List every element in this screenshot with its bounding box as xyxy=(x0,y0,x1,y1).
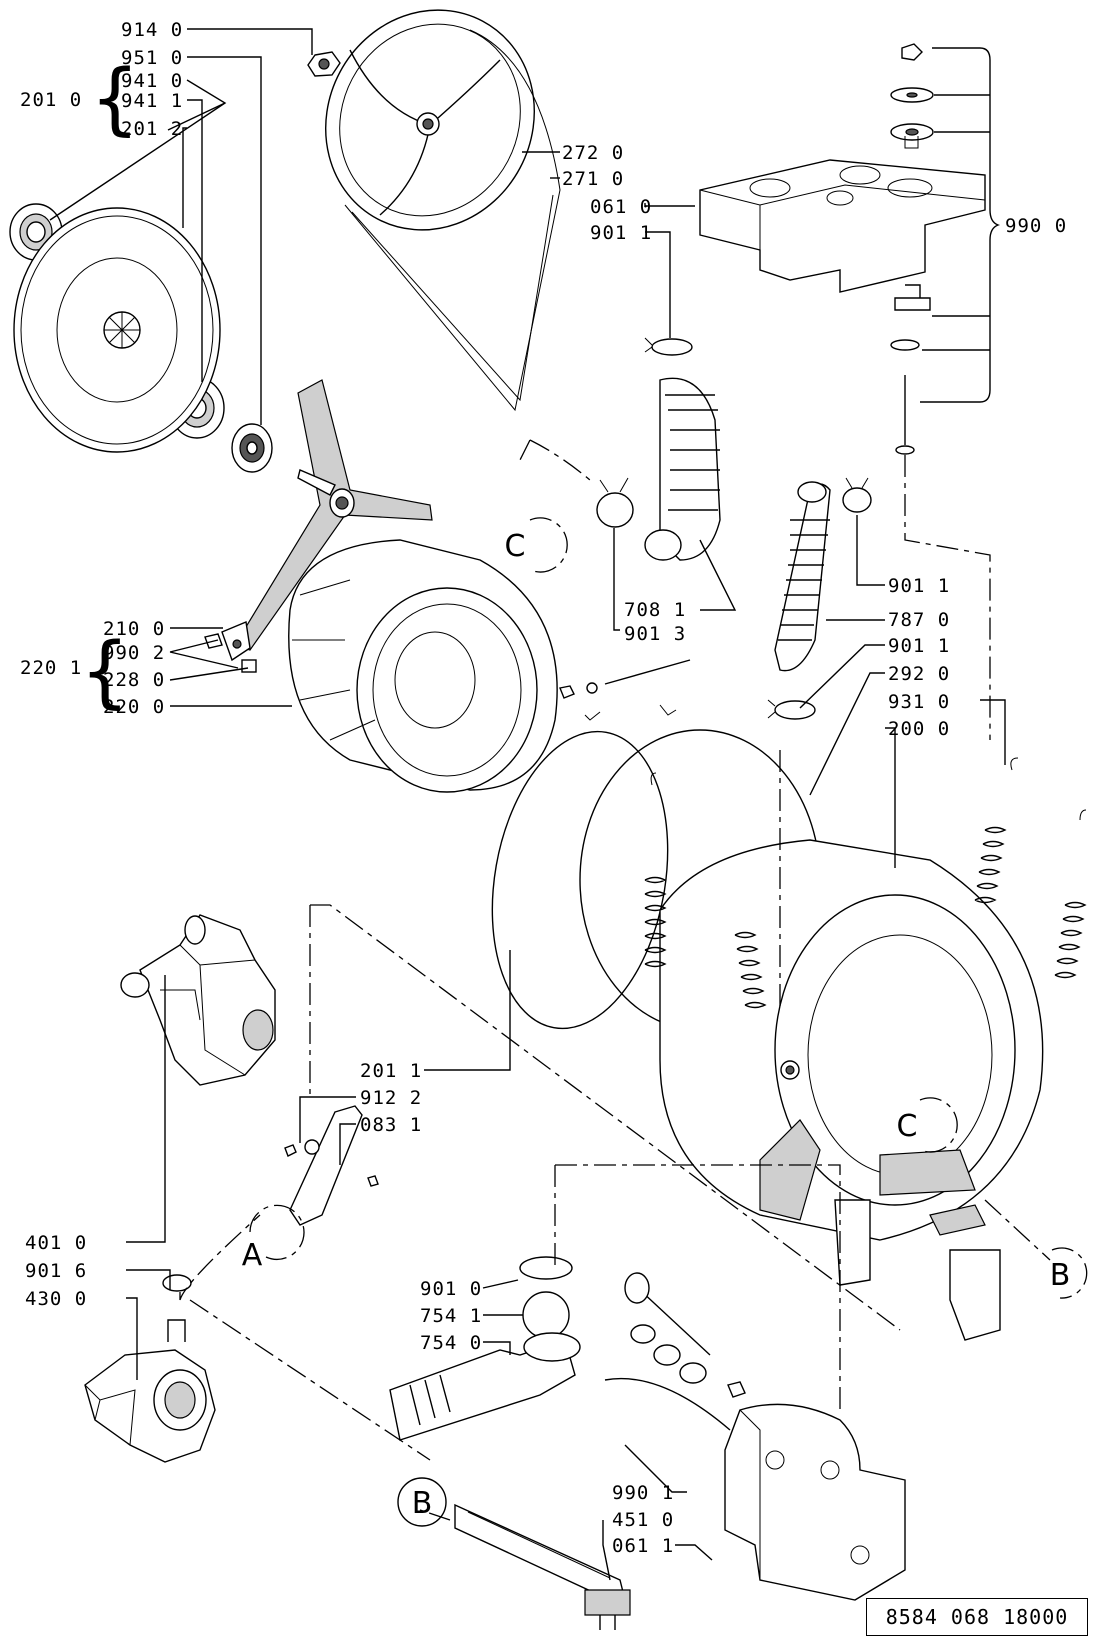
label-201-0: 201 0 xyxy=(20,89,82,111)
label-292-0: 292 0 xyxy=(888,663,950,685)
label-228-0: 228 0 xyxy=(103,669,165,691)
suspension-springs xyxy=(644,757,1087,1009)
tub-bolt-washer xyxy=(586,682,598,694)
label-901-1b: 901 1 xyxy=(888,575,950,597)
label-061-0: 061 0 xyxy=(590,196,652,218)
brace-201-0: { xyxy=(90,54,140,144)
label-787-0: 787 0 xyxy=(888,609,950,631)
pulley-part xyxy=(325,9,535,231)
dash-c-upper xyxy=(519,439,531,461)
label-754-1: 754 1 xyxy=(420,1305,482,1327)
rear-tub-shell xyxy=(13,207,221,453)
label-901-1c: 901 1 xyxy=(888,635,950,657)
label-912-2: 912 2 xyxy=(360,1087,422,1109)
label-941-0: 941 0 xyxy=(121,70,183,92)
heater-element xyxy=(454,1503,631,1630)
label-931-0: 931 0 xyxy=(888,691,950,713)
label-061-1: 061 1 xyxy=(612,1535,674,1557)
dash-c-to-clamp xyxy=(529,439,591,481)
label-210-0: 210 0 xyxy=(103,618,165,640)
label-083-1: 083 1 xyxy=(360,1114,422,1136)
label-220-1: 220 1 xyxy=(20,657,82,679)
label-430-0: 430 0 xyxy=(25,1288,87,1310)
marker-a: A xyxy=(242,1204,305,1273)
tub-bolt xyxy=(604,659,691,685)
drum-spider xyxy=(234,379,433,651)
heater-fixings xyxy=(604,1272,746,1431)
hose-708 xyxy=(644,377,721,561)
dash-fixing-down xyxy=(904,455,991,740)
label-201-1: 201 1 xyxy=(360,1060,422,1082)
spider-bolt xyxy=(241,659,257,673)
label-914-0: 914 0 xyxy=(121,19,183,41)
label-708-1: 708 1 xyxy=(624,599,686,621)
dash-heater-b xyxy=(419,1509,451,1521)
marker-b-left-label: B xyxy=(412,1486,433,1521)
hose-clamp-901-1a xyxy=(644,337,693,356)
label-200-0: 200 0 xyxy=(888,718,950,740)
dash-motor-tub xyxy=(310,904,901,1331)
seal-754-1 xyxy=(522,1291,570,1339)
label-990-2: 990 2 xyxy=(103,642,165,664)
label-401-0: 401 0 xyxy=(25,1232,87,1254)
bearing-951-0 xyxy=(231,423,273,473)
label-271-0: 271 0 xyxy=(562,168,624,190)
label-901-0: 901 0 xyxy=(420,1278,482,1300)
drain-pump xyxy=(84,1319,216,1463)
tub-bolt-nut xyxy=(559,685,575,699)
label-201-2: 201 2 xyxy=(121,118,183,140)
pulley-nut xyxy=(307,51,341,77)
label-951-0: 951 0 xyxy=(121,47,183,69)
label-451-0: 451 0 xyxy=(612,1509,674,1531)
marker-c-upper-label: C xyxy=(505,529,526,564)
dash-pump-b xyxy=(189,1299,431,1461)
bracket-083 xyxy=(284,1105,379,1226)
label-901-1a: 901 1 xyxy=(590,222,652,244)
hose-clamp-901-0 xyxy=(519,1256,573,1280)
dash-tub-b xyxy=(984,1199,1051,1261)
drawing-code-box: 8584 068 18000 xyxy=(866,1598,1088,1636)
label-941-1: 941 1 xyxy=(121,90,183,112)
label-901-6: 901 6 xyxy=(25,1260,87,1282)
marker-c-lower-label: C xyxy=(897,1109,918,1144)
label-220-0: 220 0 xyxy=(103,696,165,718)
hose-787 xyxy=(774,481,831,672)
part-labels: 914 0 951 0 941 0 941 1 201 2 201 0 272 … xyxy=(20,19,1067,1557)
motor xyxy=(120,914,276,1086)
front-counterweight xyxy=(724,1403,906,1601)
label-990-0: 990 0 xyxy=(1005,215,1067,237)
label-901-3: 901 3 xyxy=(624,623,686,645)
leader-lines xyxy=(49,28,1006,1581)
dash-seal-weight xyxy=(555,1164,841,1415)
hose-clamp-901-3 xyxy=(596,477,634,528)
hose-clamp-901-1b xyxy=(842,477,872,513)
dash-pump-a xyxy=(179,1214,261,1301)
marker-c-upper: C xyxy=(505,517,568,573)
label-754-0: 754 0 xyxy=(420,1332,482,1354)
label-990-1: 990 1 xyxy=(612,1482,674,1504)
hose-754-0 xyxy=(389,1332,581,1441)
marker-a-label: A xyxy=(242,1238,263,1273)
top-counterweight xyxy=(699,159,986,293)
hose-clamp-901-1c xyxy=(767,699,816,720)
marker-b-left: B xyxy=(397,1477,447,1527)
tub-assembly xyxy=(579,729,1044,1341)
counterweight-fixings xyxy=(890,43,934,455)
marker-b-right-label: B xyxy=(1050,1258,1071,1293)
drive-belt xyxy=(344,29,561,412)
drive-belt-inner xyxy=(351,194,554,402)
wash-drum xyxy=(288,539,558,793)
marker-b-right: B xyxy=(1050,1247,1088,1299)
brace-220-1: { xyxy=(80,627,130,717)
marker-c-lower: C xyxy=(897,1097,958,1153)
label-272-0: 272 0 xyxy=(562,142,624,164)
